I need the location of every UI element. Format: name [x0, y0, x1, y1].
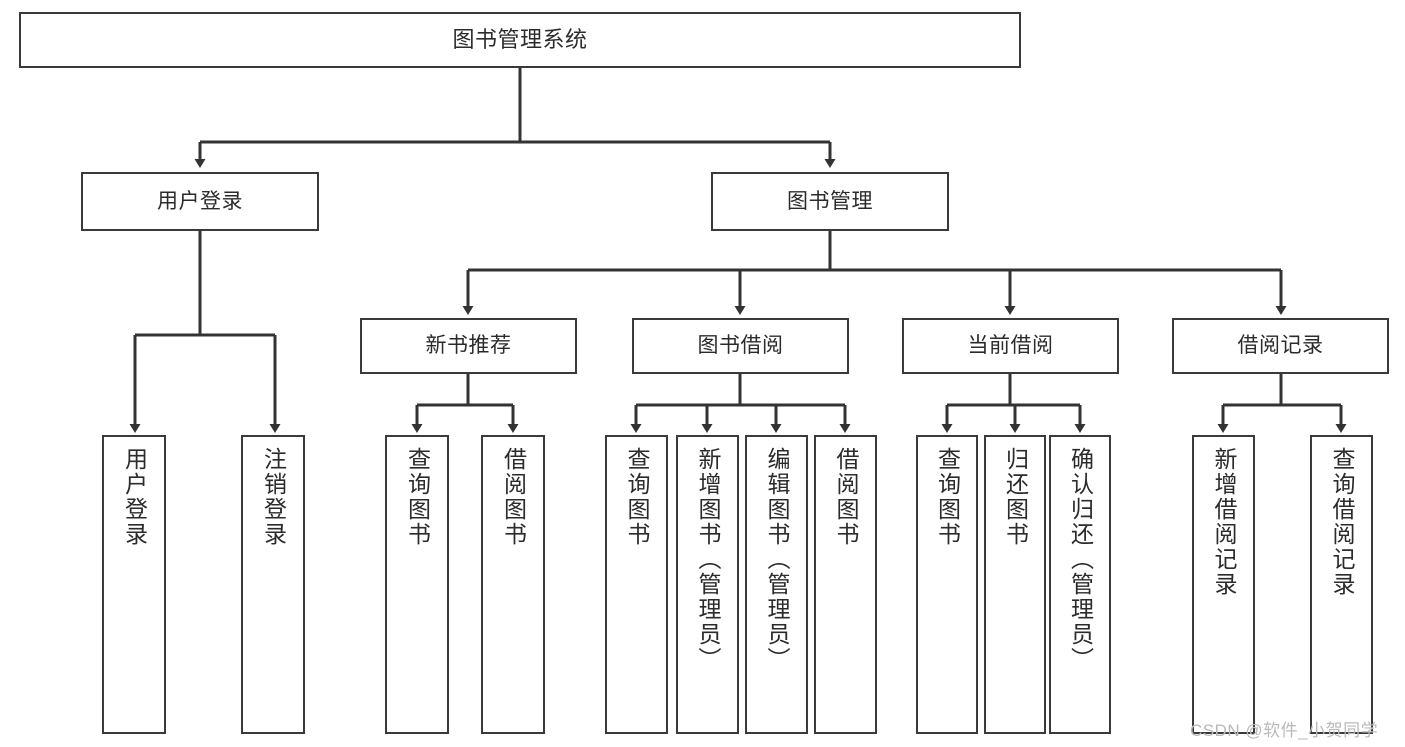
node-leaf-query-book-current[interactable]: 查询图书	[916, 435, 978, 734]
node-label: 归还图书	[1002, 447, 1029, 547]
node-label: 新书推荐	[425, 334, 512, 358]
node-leaf-add-book-admin[interactable]: 新增图书（管理员）	[676, 435, 739, 734]
node-label: 借阅记录	[1237, 334, 1324, 358]
node-label: 借阅图书	[500, 447, 527, 547]
node-label: 确认归还（管理员）	[1067, 447, 1094, 672]
node-leaf-borrow-book[interactable]: 借阅图书	[814, 435, 877, 734]
node-label: 图书管理	[787, 189, 873, 213]
node-label: 查询图书	[934, 447, 961, 547]
node-borrow-record[interactable]: 借阅记录	[1172, 318, 1389, 374]
node-leaf-return-book[interactable]: 归还图书	[984, 435, 1046, 734]
node-book-borrow[interactable]: 图书借阅	[632, 318, 849, 374]
node-leaf-confirm-return-admin[interactable]: 确认归还（管理员）	[1049, 435, 1111, 734]
node-label: 查询借阅记录	[1329, 447, 1355, 597]
node-label: 新增图书（管理员）	[695, 447, 721, 672]
node-label: 用户登录	[157, 189, 243, 213]
node-leaf-borrow-book-recommend[interactable]: 借阅图书	[481, 435, 545, 734]
node-root-book-management-system[interactable]: 图书管理系统	[19, 12, 1021, 68]
node-leaf-edit-book-admin[interactable]: 编辑图书（管理员）	[745, 435, 808, 734]
node-label: 图书管理系统	[452, 26, 588, 52]
node-leaf-user-login[interactable]: 用户登录	[102, 435, 166, 734]
node-label: 查询图书	[404, 447, 431, 547]
node-label: 当前借阅	[967, 334, 1054, 358]
node-label: 用户登录	[121, 447, 148, 547]
node-label: 图书借阅	[697, 334, 784, 358]
node-leaf-logout[interactable]: 注销登录	[241, 435, 305, 734]
node-label: 借阅图书	[833, 447, 859, 547]
node-label: 查询图书	[624, 447, 650, 547]
node-leaf-query-book-borrow[interactable]: 查询图书	[605, 435, 668, 734]
csdn-watermark: CSDN @软件_小贺同学	[1190, 721, 1379, 740]
node-book-management[interactable]: 图书管理	[711, 172, 949, 231]
node-label: 注销登录	[260, 447, 287, 547]
node-user-login[interactable]: 用户登录	[81, 172, 319, 231]
node-current-borrow[interactable]: 当前借阅	[902, 318, 1119, 374]
node-label: 新增借阅记录	[1211, 447, 1237, 597]
node-label: 编辑图书（管理员）	[764, 447, 790, 672]
node-leaf-query-book-recommend[interactable]: 查询图书	[385, 435, 449, 734]
node-leaf-query-borrow-record[interactable]: 查询借阅记录	[1310, 435, 1373, 734]
node-leaf-add-borrow-record[interactable]: 新增借阅记录	[1192, 435, 1255, 734]
node-new-book-recommend[interactable]: 新书推荐	[360, 318, 577, 374]
